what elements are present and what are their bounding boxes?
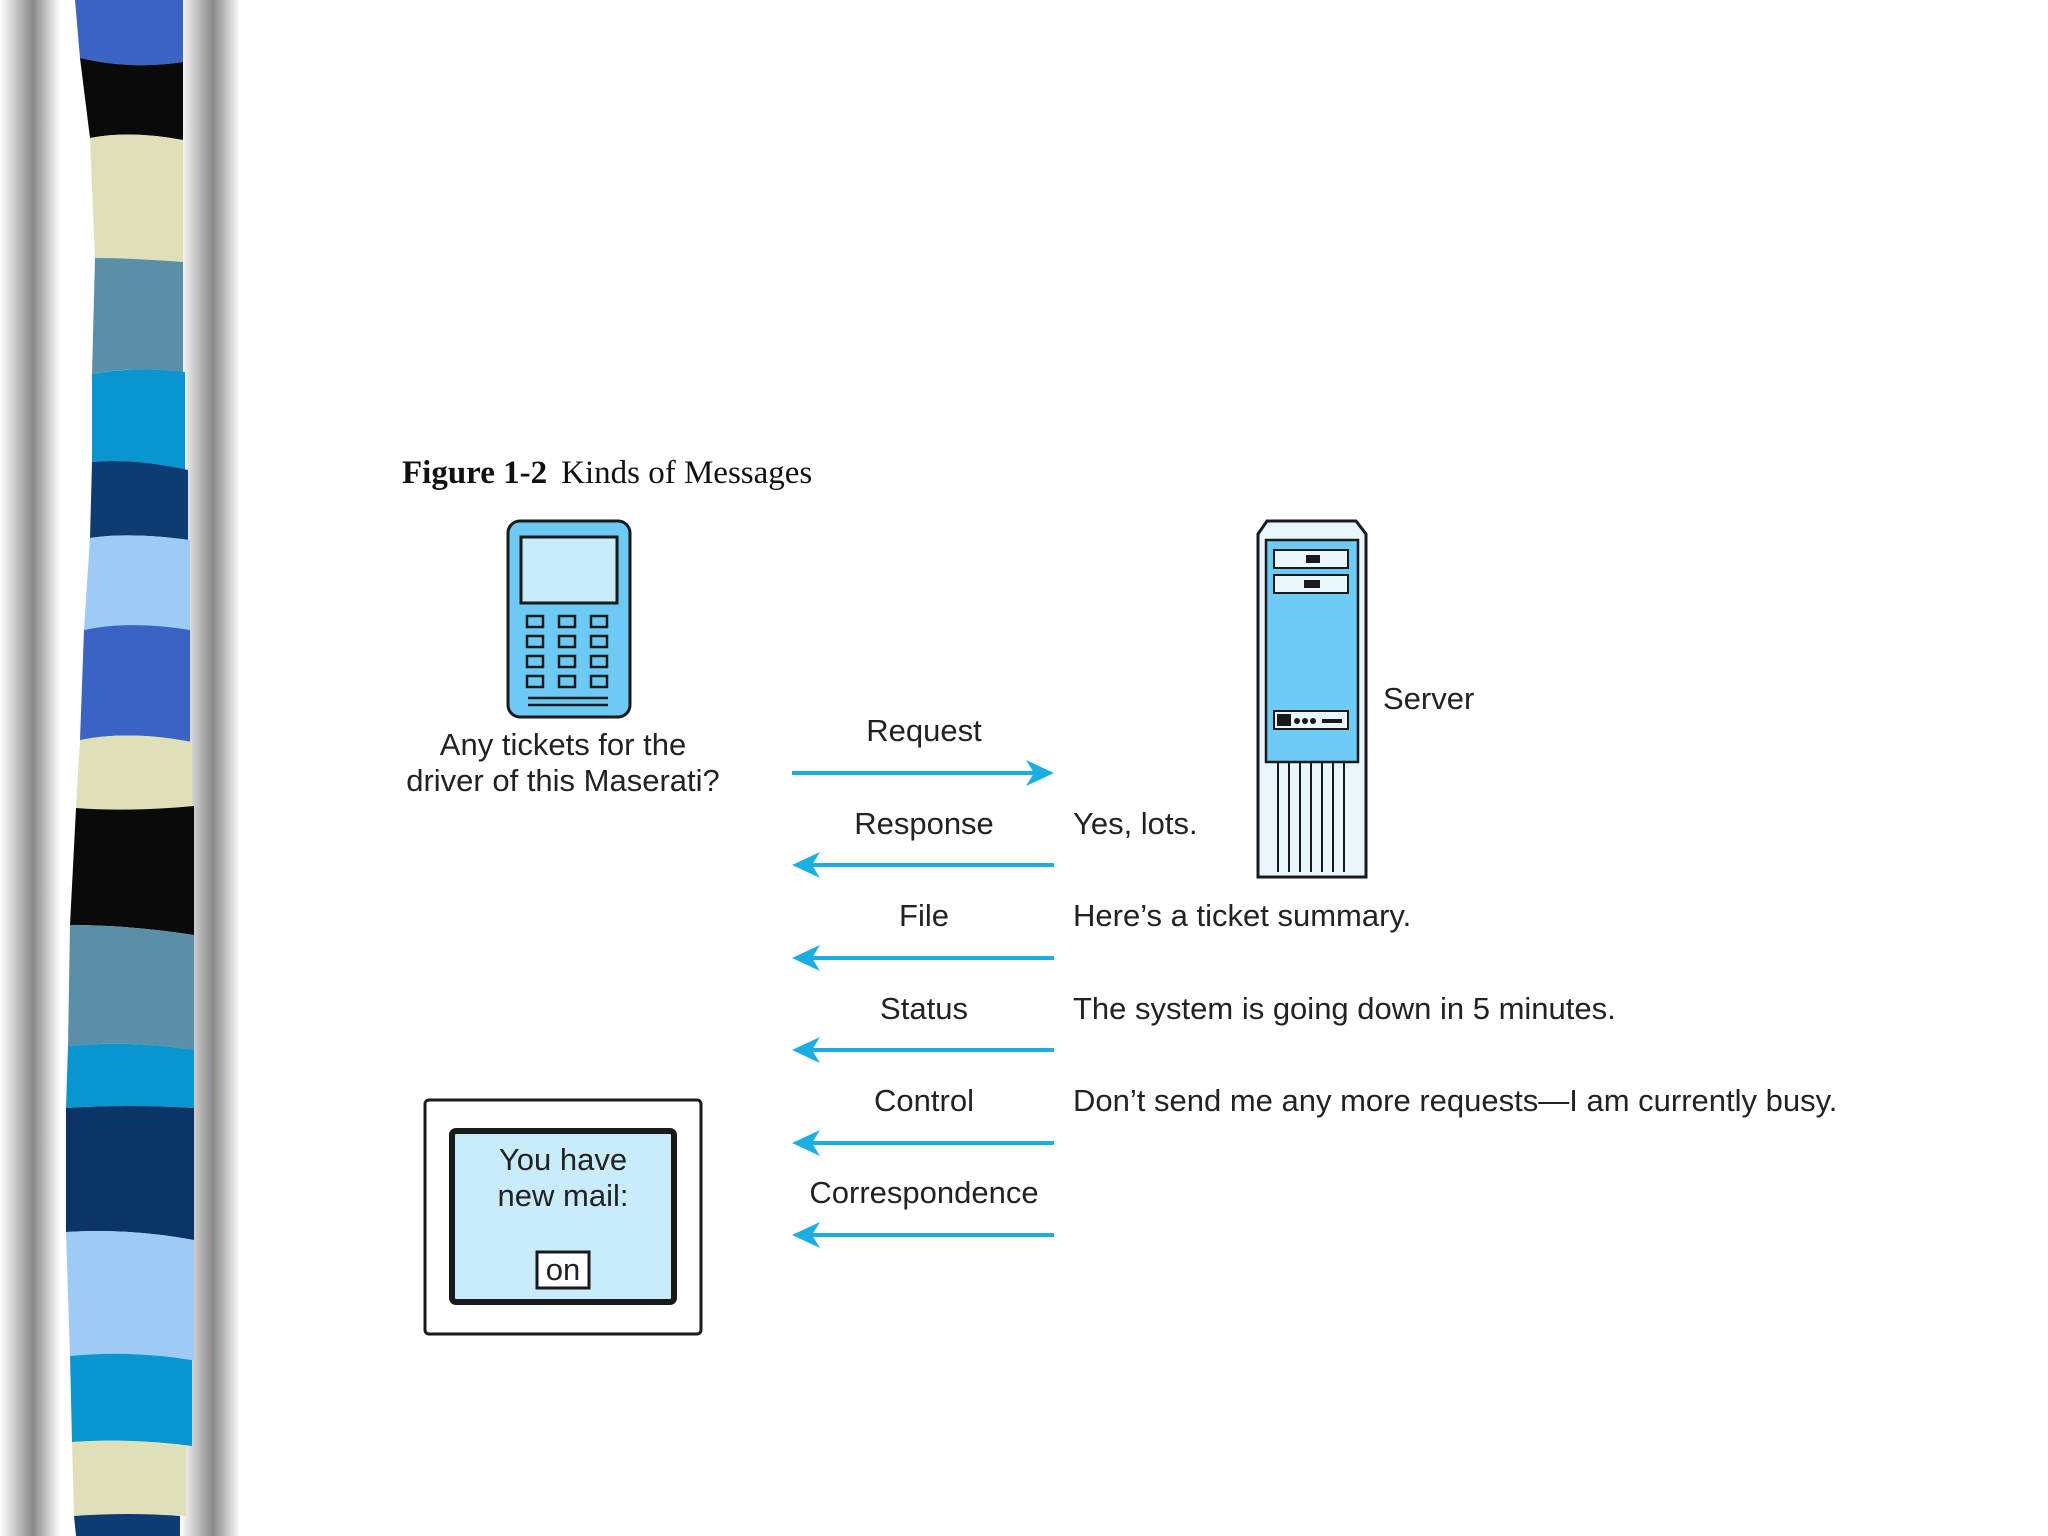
stripe-band [92,258,183,374]
mail-notice-line-1: You have [498,1142,628,1177]
stripe-band [70,1353,192,1446]
mail-notification-device [423,1098,703,1336]
message-arrows [792,760,1054,1248]
correspondence-arrow [792,1222,1054,1248]
control-example-text: Don’t send me any more requests—I am cur… [1073,1083,1838,1118]
stripe-band [74,1514,180,1536]
message-kind-response: Response [854,806,994,841]
mail-on-button[interactable]: on [545,1252,581,1287]
client-question-line-1: Any tickets for the [439,727,687,762]
response-arrow [792,852,1054,878]
figure-number: Figure 1-2 [402,455,548,491]
stripe-band [90,134,183,262]
decorative-stripe-bar [0,0,240,1536]
stripe-band [68,925,194,1050]
request-arrow [792,760,1054,786]
stripe-band [66,1043,194,1108]
handheld-device-icon [506,519,632,719]
message-kind-file: File [899,898,949,933]
message-kind-correspondence: Correspondence [809,1175,1039,1210]
stripe-band [90,461,188,540]
file-example-text: Here’s a ticket summary. [1073,898,1412,933]
file-arrow [792,945,1054,971]
stripe-band [80,625,190,742]
figure-title: Figure 1-2 Kinds of Messages [402,455,812,492]
stripe-band [66,1106,194,1240]
client-question-line-2: driver of this Maserati? [406,763,720,798]
mail-notice-line-2: new mail: [497,1178,629,1213]
figure-title-text: Kinds of Messages [561,455,813,491]
stripe-band [84,535,190,630]
server-tower-icon [1256,519,1368,879]
stripe-band [70,806,194,935]
message-kind-control: Control [874,1083,974,1118]
stripe-band [92,369,185,470]
status-example-text: The system is going down in 5 minutes. [1073,991,1616,1026]
stripe-band [72,1440,186,1516]
response-example-text: Yes, lots. [1073,806,1198,841]
message-kind-request: Request [866,713,982,748]
control-arrow [792,1130,1054,1156]
message-kind-status: Status [880,991,968,1026]
status-arrow [792,1037,1054,1063]
stripe-shadow-left [0,0,60,1536]
stripe-band [75,0,183,66]
stripe-band [66,1231,194,1360]
server-label: Server [1383,681,1475,716]
stripe-band [80,58,183,140]
stripe-band [76,735,192,810]
